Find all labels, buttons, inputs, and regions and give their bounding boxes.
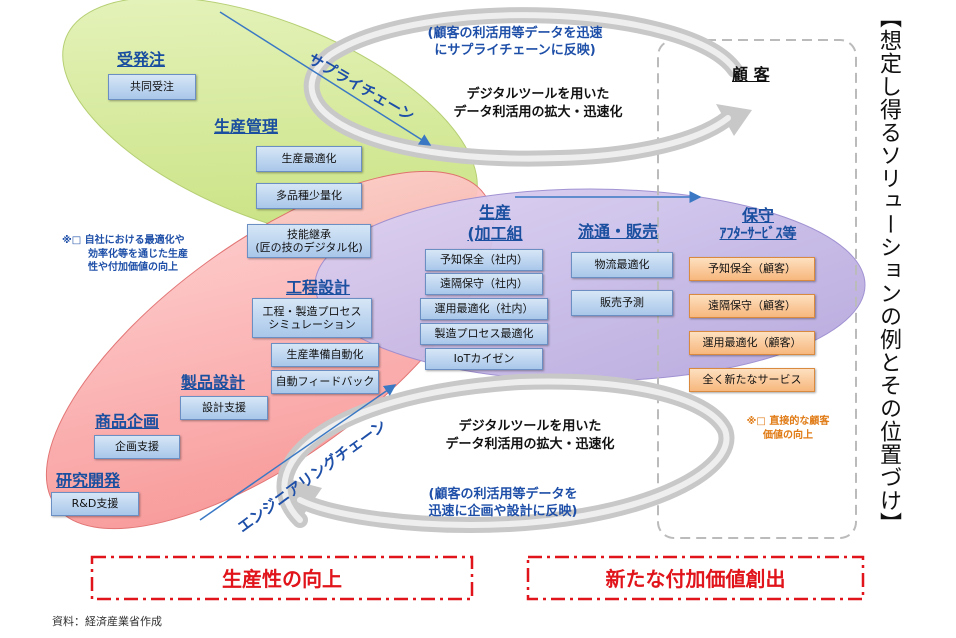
left-note-line-3: 性や付加価値の向上 — [88, 262, 178, 273]
box-operation-optimization-internal: 運用最適化（社内） — [420, 298, 548, 320]
category-production-line-1: 生産 — [478, 203, 511, 222]
top-center-line-2: データ利活用の拡大・迅速化 — [453, 104, 623, 120]
box-remote-maintenance-customer: 遠隔保守（顧客） — [689, 294, 815, 318]
new-value-label: 新たな付加価値創出 — [605, 567, 786, 591]
box-sales-forecast: 販売予測 — [571, 290, 673, 316]
top-center-text: デジタルツールを用いた データ利活用の拡大・迅速化 — [438, 86, 638, 121]
category-maintenance: 保守 ｱﾌﾀｰｻｰﾋﾞｽ等 — [703, 206, 813, 244]
bottom-center-line-1: デジタルツールを用いた — [458, 419, 602, 434]
box-process-simulation-line-1: 工程・製造プロセス — [262, 304, 362, 318]
box-skill-transfer-line-1: 技能継承 — [287, 227, 331, 241]
box-process-simulation: 工程・製造プロセス シミュレーション — [252, 298, 372, 338]
top-reflect-line-1: (顧客の利活用等データを迅速 — [427, 26, 603, 41]
bottom-reflect-line-1: (顧客の利活用等データを — [428, 487, 578, 502]
left-note-line-1: ※□ 自社における最適化や — [62, 235, 185, 246]
box-rnd-support: R&D支援 — [51, 492, 139, 516]
box-new-service: 全く新たなサービス — [689, 368, 815, 392]
box-predictive-maintenance-internal: 予知保全（社内） — [425, 249, 543, 271]
category-production: 生産 (加工組 — [455, 203, 535, 245]
box-design-support: 設計支援 — [180, 396, 268, 420]
side-title: 【想定し得るソリューションの例とその位置づけ】 — [876, 6, 901, 535]
bottom-center-text: デジタルツールを用いた データ利活用の拡大・迅速化 — [420, 418, 640, 453]
right-note-line-1: ※□ 直接的な顧客 — [746, 416, 830, 427]
top-center-line-1: デジタルツールを用いた — [466, 87, 610, 102]
category-maintenance-line-2: ｱﾌﾀｰｻｰﾋﾞｽ等 — [719, 226, 797, 242]
box-auto-feedback: 自動フィードバック — [271, 370, 379, 394]
box-iot-kaizen: IoTカイゼン — [425, 348, 543, 370]
left-note-line-2: 効率化等を通じた生産 — [88, 248, 188, 260]
category-rnd: 研究開発 — [56, 471, 121, 490]
category-order: 受発注 — [117, 50, 166, 69]
box-remote-maintenance-internal: 遠隔保守（社内） — [425, 273, 543, 295]
supply-chain-arrow — [219, 11, 432, 146]
box-predictive-maintenance-customer: 予知保全（顧客） — [689, 257, 815, 281]
category-production-mgmt: 生産管理 — [214, 117, 279, 136]
category-product-design: 製品設計 — [181, 373, 246, 392]
category-distribution: 流通・販売 — [578, 222, 659, 241]
right-note-line-2: 価値の向上 — [763, 429, 813, 441]
top-loop-arrowhead — [716, 104, 752, 136]
box-production-optimization: 生産最適化 — [256, 146, 362, 172]
customer-label: 顧 客 — [732, 65, 770, 84]
box-process-simulation-line-2: シミュレーション — [268, 318, 356, 331]
category-maintenance-line-1: 保守 — [741, 206, 774, 225]
box-skill-transfer: 技能継承 (匠の技のデジタル化) — [247, 224, 371, 258]
right-note: ※□ 直接的な顧客 価値の向上 — [730, 415, 846, 442]
bottom-center-line-2: データ利活用の拡大・迅速化 — [445, 436, 615, 452]
box-prep-automation: 生産準備自動化 — [271, 343, 379, 367]
customer-box — [657, 39, 857, 539]
box-manufacturing-process-optimization: 製造プロセス最適化 — [420, 323, 548, 345]
new-value-frame — [526, 555, 865, 601]
category-product-planning: 商品企画 — [95, 412, 160, 431]
box-logistics-optimization: 物流最適化 — [571, 252, 673, 278]
productivity-label: 生産性の向上 — [222, 567, 342, 591]
top-reflect-note: (顧客の利活用等データを迅速 にサプライチェーンに反映) — [400, 26, 630, 60]
category-production-line-2: (加工組 — [467, 223, 523, 243]
box-skill-transfer-line-2: (匠の技のデジタル化) — [255, 241, 363, 254]
source-note: 資料：経済産業省作成 — [52, 615, 162, 628]
top-reflect-line-2: にサプライチェーンに反映) — [434, 42, 596, 58]
engineering-chain-arrow — [199, 384, 397, 521]
bottom-reflect-line-2: 迅速に企画や設計に反映) — [428, 503, 578, 519]
box-planning-support: 企画支援 — [94, 435, 180, 459]
box-high-mix-low-volume: 多品種少量化 — [256, 183, 362, 209]
bottom-reflect-note: (顧客の利活用等データを 迅速に企画や設計に反映) — [398, 487, 608, 521]
left-note: ※□ 自社における最適化や 効率化等を通じた生産 性や付加価値の向上 — [62, 234, 222, 275]
category-process-design: 工程設計 — [286, 278, 351, 297]
productivity-frame — [90, 555, 474, 601]
box-joint-order: 共同受注 — [108, 74, 196, 100]
box-operation-optimization-customer: 運用最適化（顧客） — [689, 331, 815, 355]
